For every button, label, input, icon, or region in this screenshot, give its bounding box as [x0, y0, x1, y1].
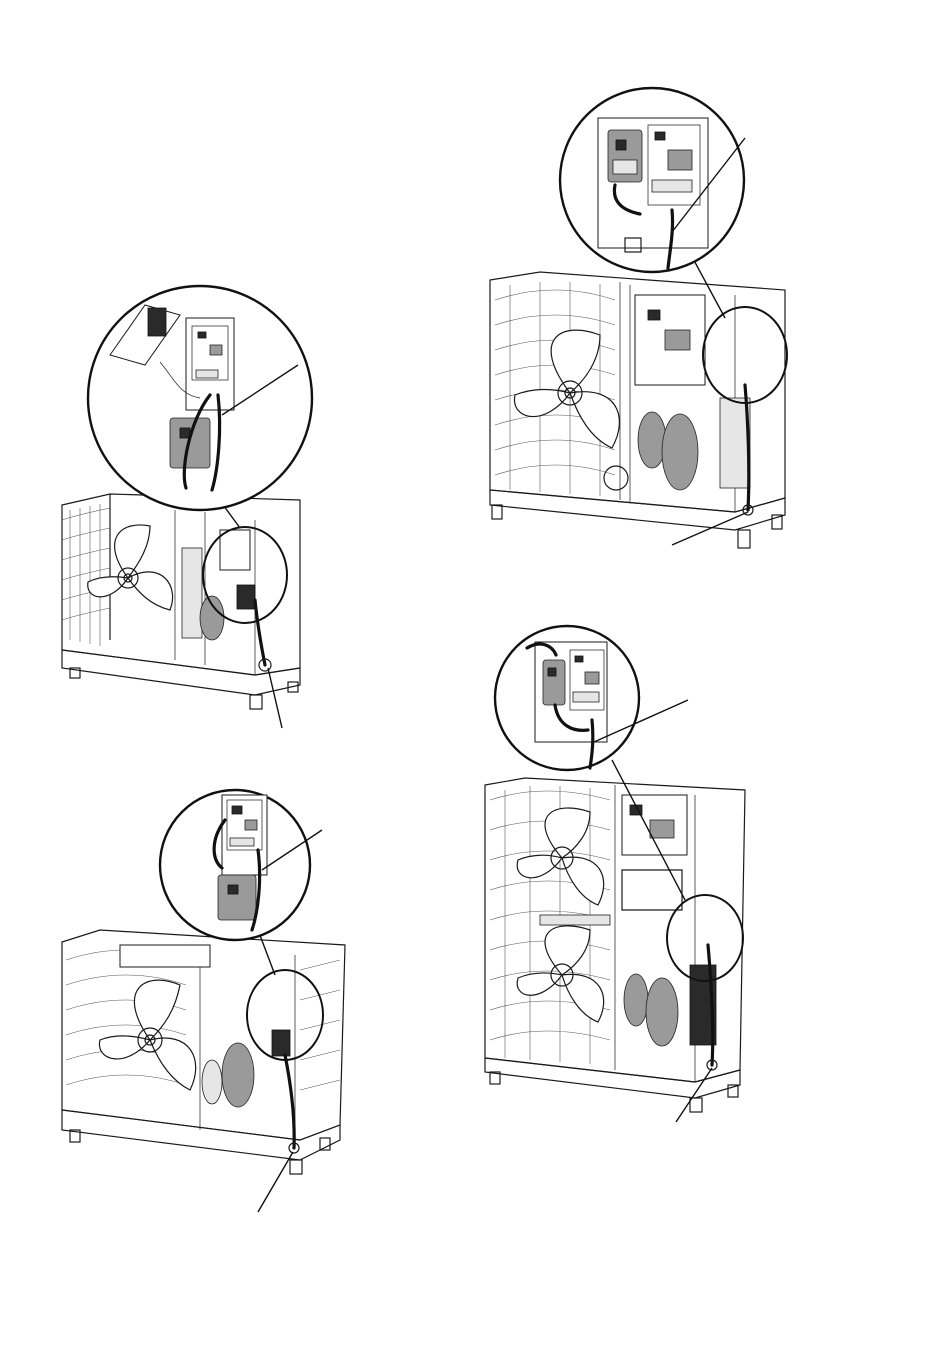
unit-c-fan-icon [515, 330, 620, 448]
unit-c-grille [495, 282, 615, 496]
unit-a-callout-leader-gland [268, 668, 282, 728]
unit-a-view [62, 286, 312, 728]
unit-b-zoom-detail [160, 790, 310, 940]
unit-d-view [485, 626, 745, 1122]
unit-b-circuit-breaker-icon [218, 875, 256, 920]
unit-c-view [490, 88, 787, 548]
unit-b-callout-leader-gland [258, 1152, 293, 1212]
unit-d-outdoor-unit [485, 778, 745, 1112]
unit-a-fan-icon [88, 525, 173, 610]
unit-b-grille [66, 950, 340, 1090]
unit-a-grille [62, 504, 110, 646]
unit-b-fan-icon [99, 980, 195, 1090]
unit-b-outdoor-unit [62, 930, 345, 1174]
unit-d-circuit-breaker-icon [543, 660, 565, 705]
unit-c-zoom-detail [560, 88, 744, 272]
unit-c-circuit-breaker-icon [608, 130, 642, 182]
unit-b-view [62, 790, 345, 1212]
unit-c-outdoor-unit [490, 272, 785, 548]
unit-d-zoom-detail [495, 626, 639, 770]
unit-a-outdoor-unit [62, 494, 300, 709]
unit-c-callout-leader-gland [672, 512, 748, 545]
unit-a-zoom-detail [88, 286, 312, 510]
